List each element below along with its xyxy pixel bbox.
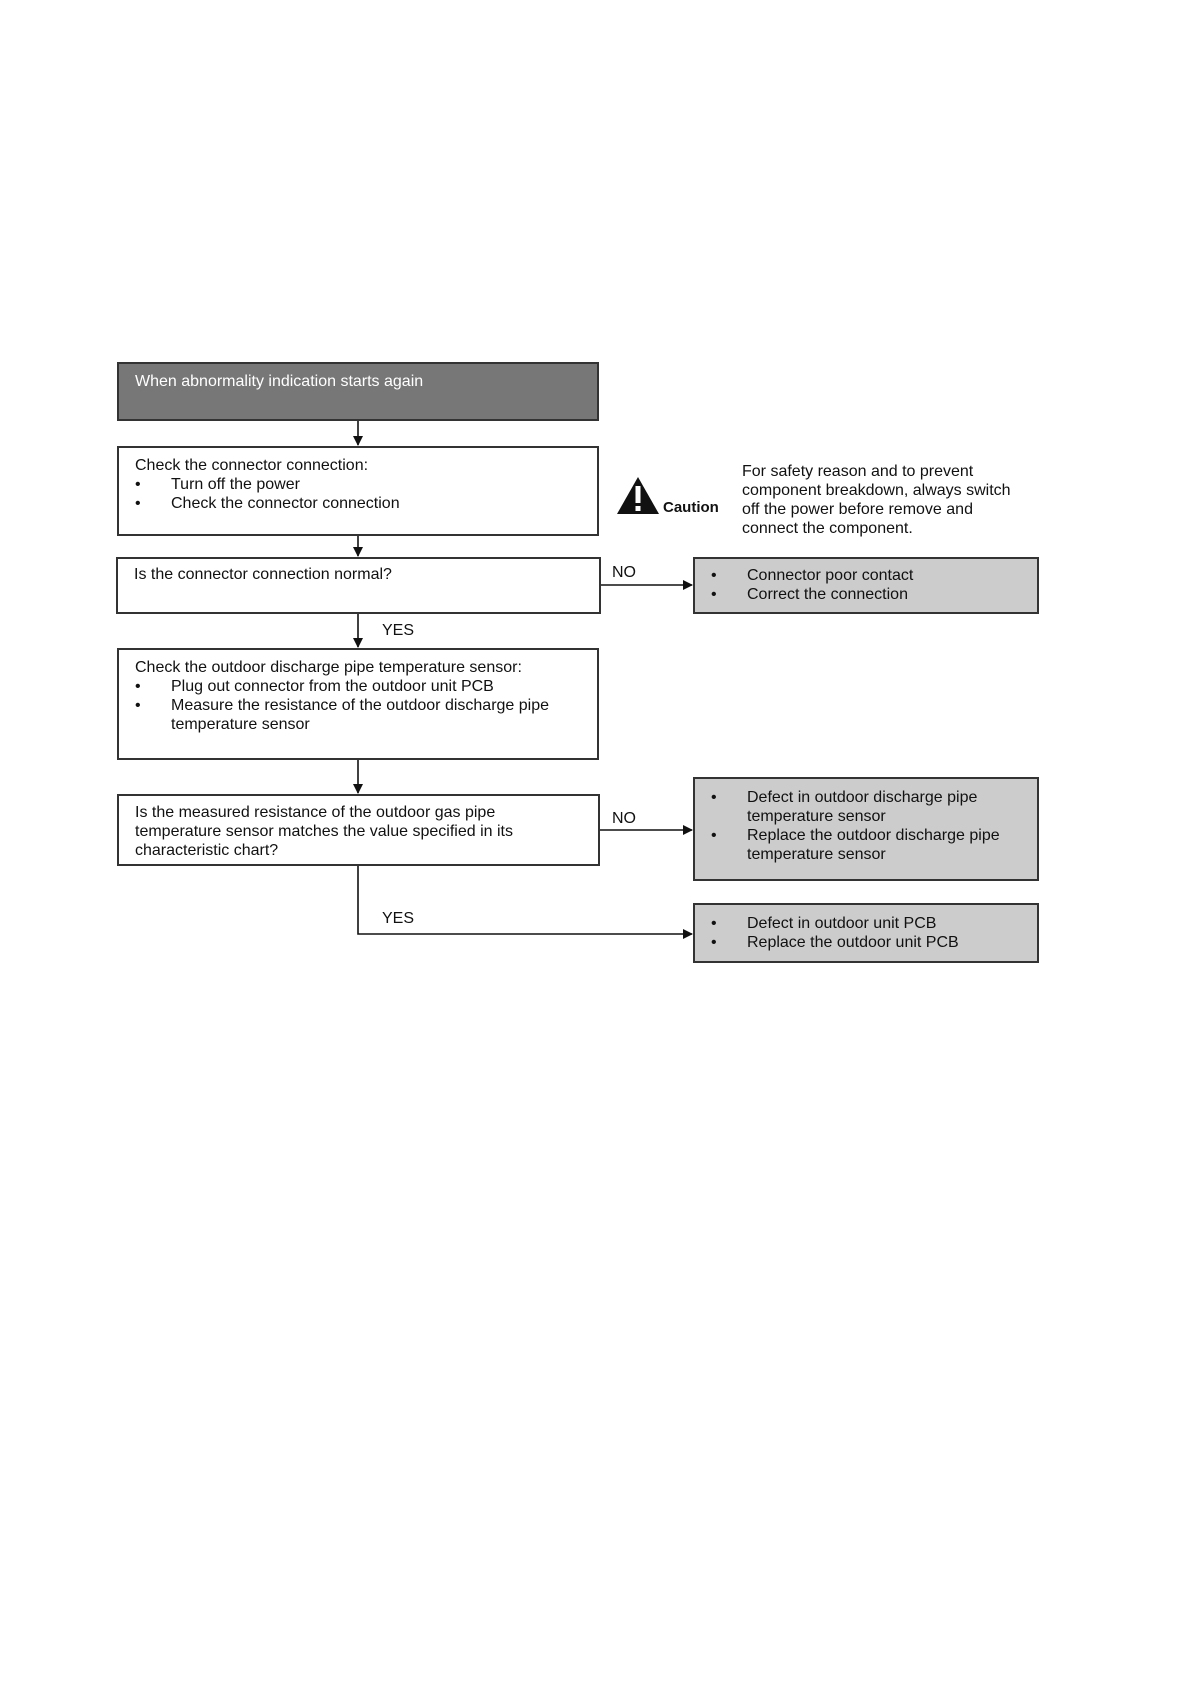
result1-box: Connector poor contact Correct the conne… — [693, 557, 1039, 614]
result3-item: Replace the outdoor unit PCB — [711, 933, 1021, 952]
result3-box: Defect in outdoor unit PCB Replace the o… — [693, 903, 1039, 963]
decision2-yes-label: YES — [382, 910, 415, 927]
step2-list: Plug out connector from the outdoor unit… — [135, 677, 581, 734]
decision2-box: Is the measured resistance of the outdoo… — [117, 794, 600, 866]
step2-box: Check the outdoor discharge pipe tempera… — [117, 648, 599, 760]
decision2-question: Is the measured resistance of the outdoo… — [135, 804, 513, 859]
decision1-question: Is the connector connection normal? — [134, 566, 392, 583]
step2-item: Measure the resistance of the outdoor di… — [135, 696, 581, 734]
result2-box: Defect in outdoor discharge pipe tempera… — [693, 777, 1039, 881]
result1-item: Connector poor contact — [711, 566, 1021, 585]
caution-label: Caution — [663, 499, 719, 516]
decision1-no-label: NO — [612, 564, 636, 581]
start-box-title: When abnormality indication starts again — [135, 373, 424, 390]
result3-item: Defect in outdoor unit PCB — [711, 914, 1021, 933]
step2-item: Plug out connector from the outdoor unit… — [135, 677, 581, 696]
step1-title: Check the connector connection: — [135, 457, 369, 474]
decision2-no-label: NO — [612, 810, 636, 827]
result1-list: Connector poor contact Correct the conne… — [711, 566, 1021, 604]
result2-item: Replace the outdoor discharge pipe tempe… — [711, 826, 1021, 864]
step1-list: Turn off the power Check the connector c… — [135, 475, 581, 513]
step1-item: Turn off the power — [135, 475, 581, 494]
caution-text: For safety reason and to prevent compone… — [742, 463, 1011, 537]
warning-triangle-icon — [617, 477, 659, 514]
step1-box: Check the connector connection: Turn off… — [117, 446, 599, 536]
step2-title: Check the outdoor discharge pipe tempera… — [135, 659, 522, 676]
step1-item: Check the connector connection — [135, 494, 581, 513]
result2-item: Defect in outdoor discharge pipe tempera… — [711, 788, 1021, 826]
start-box: When abnormality indication starts again — [117, 362, 599, 421]
decision1-yes-label: YES — [382, 622, 415, 639]
result2-list: Defect in outdoor discharge pipe tempera… — [711, 788, 1021, 864]
arrow-decision2-yes — [357, 866, 693, 939]
decision1-box: Is the connector connection normal? — [116, 557, 601, 614]
result1-item: Correct the connection — [711, 585, 1021, 604]
result3-list: Defect in outdoor unit PCB Replace the o… — [711, 914, 1021, 952]
